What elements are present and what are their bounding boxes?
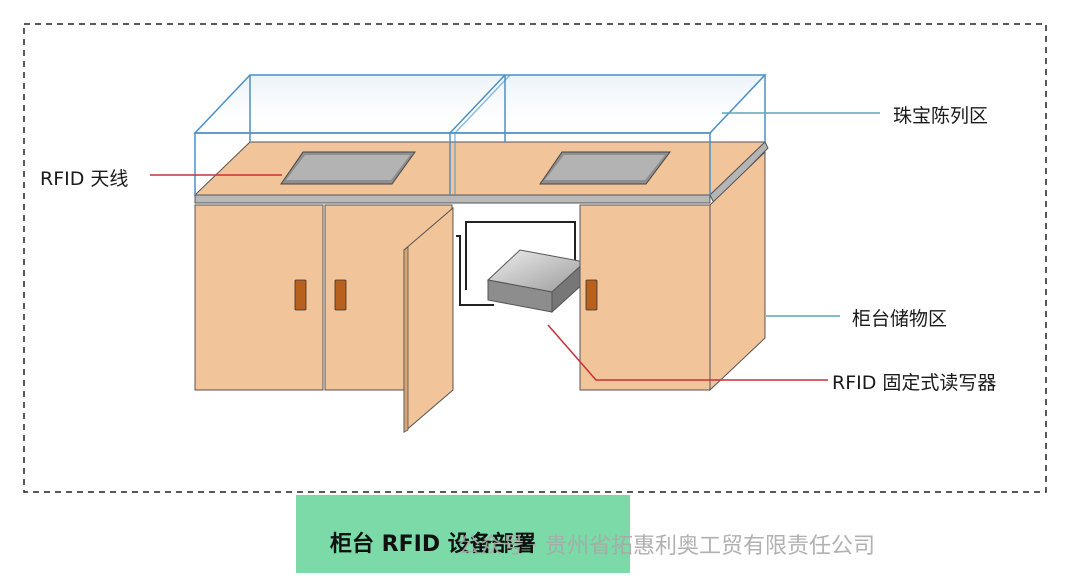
label-antenna: RFID 天线 bbox=[40, 168, 129, 190]
countertop-side-edge bbox=[709, 141, 769, 204]
antenna-pad-right-top bbox=[545, 155, 665, 180]
glass-display-cases bbox=[193, 74, 767, 195]
countertop-front-edge bbox=[194, 194, 711, 204]
door-handle-3 bbox=[585, 279, 598, 311]
dashed-frame bbox=[23, 23, 1047, 493]
watermark-text: 公众号 · 贵州省拓惠利奥工贸有限责任公司 bbox=[458, 534, 875, 559]
door-handle-2 bbox=[334, 279, 347, 311]
caption-box bbox=[296, 495, 630, 573]
caption-title: 柜台 RFID 设备部署 bbox=[330, 532, 536, 557]
antenna-pad-left-top bbox=[286, 155, 410, 180]
open-door-edge bbox=[403, 246, 409, 433]
leader-reader bbox=[547, 324, 828, 381]
label-reader: RFID 固定式读写器 bbox=[832, 372, 997, 394]
door-handle-1 bbox=[294, 279, 307, 311]
cabinet-right-side bbox=[709, 150, 766, 392]
cabinet-door-right bbox=[579, 204, 711, 391]
reader-cable-2 bbox=[456, 235, 494, 306]
reader-cable bbox=[465, 221, 576, 290]
rfid-reader bbox=[486, 249, 587, 314]
label-storage-zone: 柜台储物区 bbox=[852, 308, 948, 330]
label-display-zone: 珠宝陈列区 bbox=[893, 105, 989, 127]
countertop bbox=[193, 141, 767, 196]
